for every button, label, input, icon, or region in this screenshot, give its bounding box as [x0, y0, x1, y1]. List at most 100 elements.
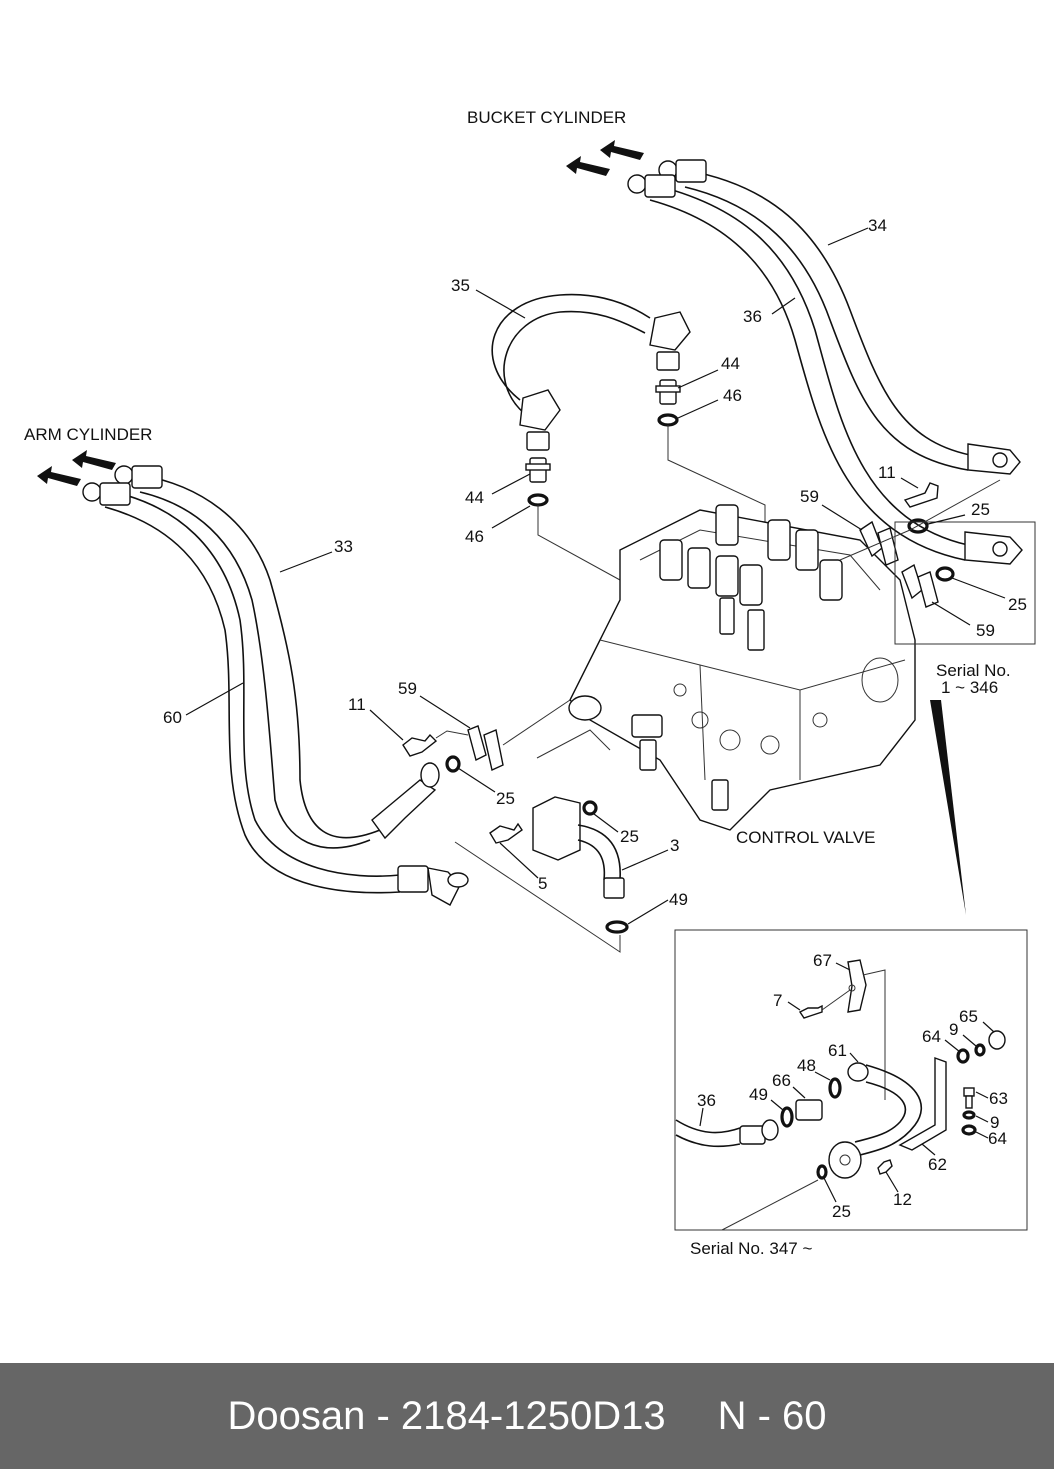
caption-serial-early-line2: 1 ~ 346	[941, 678, 998, 697]
o-ring-46-upper	[657, 413, 679, 427]
callout-5: 5	[538, 874, 547, 893]
callout-25-c: 25	[496, 789, 515, 808]
arrow-icon-arm-1	[72, 450, 116, 470]
callout-44-upper: 44	[721, 354, 740, 373]
serial-early-frame	[894, 521, 1036, 645]
nut-65	[988, 1030, 1006, 1050]
flange-59-upper	[859, 520, 899, 566]
bolt-11-upper	[903, 482, 939, 508]
washer-64-lower	[961, 1124, 977, 1136]
inset-callout-63: 63	[989, 1089, 1008, 1108]
callout-34: 34	[868, 216, 887, 235]
leader-pipe-3	[454, 841, 621, 953]
o-ring-25-d	[582, 800, 598, 816]
callout-33: 33	[334, 537, 353, 556]
parts-diagram: BUCKET CYLINDER ARM CYLINDER CONTROL VAL…	[24, 108, 1036, 1258]
adapter-44-upper	[655, 379, 681, 405]
caption-arm-cylinder: ARM CYLINDER	[24, 425, 152, 444]
inset-callout-9-upper: 9	[949, 1020, 958, 1039]
callout-46-upper: 46	[723, 386, 742, 405]
inset-callout-48: 48	[797, 1056, 816, 1075]
bolt-7	[798, 1004, 823, 1019]
o-ring-46-lower	[527, 493, 549, 507]
inset-callout-65: 65	[959, 1007, 978, 1026]
hose-36	[627, 174, 1023, 565]
leader-inset-25	[721, 1179, 819, 1231]
footer-separator: -	[365, 1393, 401, 1438]
callout-36: 36	[743, 307, 762, 326]
leader-clamp-67	[862, 969, 886, 1100]
bolt-5	[489, 822, 523, 844]
hose-60	[82, 482, 469, 906]
adapter-66	[795, 1099, 823, 1121]
callout-25-a: 25	[971, 500, 990, 519]
leader-bolt-7	[821, 989, 851, 1011]
callout-59-lower: 59	[976, 621, 995, 640]
callout-46-lower: 46	[465, 527, 484, 546]
flange-59-lower	[901, 563, 939, 608]
bolt-63	[963, 1087, 975, 1109]
footer-brand: Doosan	[227, 1393, 366, 1438]
inset-callout-9-lower: 9	[990, 1113, 999, 1132]
callout-3: 3	[670, 836, 679, 855]
arrow-icon-bucket-1	[600, 140, 644, 160]
bolt-11-lower	[402, 733, 438, 757]
o-ring-49	[605, 920, 629, 934]
inset-callout-64-upper: 64	[922, 1027, 941, 1046]
leader-bolt-11-lower	[435, 730, 469, 739]
o-ring-48	[828, 1077, 842, 1099]
bolt-12	[877, 1159, 893, 1175]
callout-60: 60	[163, 708, 182, 727]
callout-25-b: 25	[1008, 595, 1027, 614]
callout-leaders	[185, 227, 1006, 1203]
inset-callout-64-lower: 64	[988, 1129, 1007, 1148]
callout-59-left: 59	[398, 679, 417, 698]
o-ring-49-inset	[780, 1106, 794, 1128]
serial-late-frame	[674, 929, 1028, 1231]
callout-49: 49	[669, 890, 688, 909]
o-ring-25-a	[907, 518, 929, 534]
footer-page-number: 60	[782, 1393, 827, 1438]
inset-callout-12: 12	[893, 1190, 912, 1209]
caption-serial-late: Serial No. 347 ~	[690, 1239, 812, 1258]
callout-44-lower: 44	[465, 488, 484, 507]
clamp-67	[847, 959, 867, 1013]
flange-59-left	[467, 725, 504, 771]
bracket-62	[898, 1057, 947, 1151]
hose-33	[114, 465, 440, 849]
leader-block-3	[536, 729, 611, 759]
pipe-3	[532, 796, 625, 899]
hose-36-inset	[675, 1119, 779, 1148]
footer-page-prefix: N	[717, 1393, 747, 1438]
caption-control-valve: CONTROL VALVE	[736, 828, 876, 847]
inset-callout-7: 7	[773, 991, 782, 1010]
pipe-61	[828, 1062, 923, 1179]
o-ring-25-inset	[816, 1164, 828, 1180]
inset-callout-67: 67	[813, 951, 832, 970]
arrow-icon-arm-2	[37, 466, 81, 486]
callout-59-upper: 59	[800, 487, 819, 506]
washer-64-upper	[956, 1048, 970, 1064]
arrow-icon-bucket-2	[566, 156, 610, 176]
inset-callout-25: 25	[832, 1202, 851, 1221]
leader-flange-59-left	[502, 699, 571, 746]
o-ring-25-b	[935, 566, 955, 582]
inset-callout-66: 66	[772, 1071, 791, 1090]
leader-flange-upper	[839, 479, 1001, 561]
callout-11-upper: 11	[878, 463, 896, 482]
leader-46-upper	[667, 425, 766, 530]
inset-callout-36: 36	[697, 1091, 716, 1110]
serial-pointer-wedge	[930, 700, 966, 915]
hose-35	[491, 293, 691, 451]
footer-page-separator: -	[746, 1393, 783, 1438]
caption-serial-early-line1: Serial No.	[936, 661, 1011, 680]
adapter-44-lower	[525, 457, 551, 483]
inset-callout-61: 61	[828, 1041, 847, 1060]
inset-callout-62: 62	[928, 1155, 947, 1174]
callout-35: 35	[451, 276, 470, 295]
leader-46-lower	[537, 505, 621, 581]
control-valve	[568, 504, 916, 831]
callout-11-lower: 11	[348, 695, 366, 714]
hose-34	[658, 159, 1021, 475]
washer-9-lower	[962, 1110, 976, 1120]
